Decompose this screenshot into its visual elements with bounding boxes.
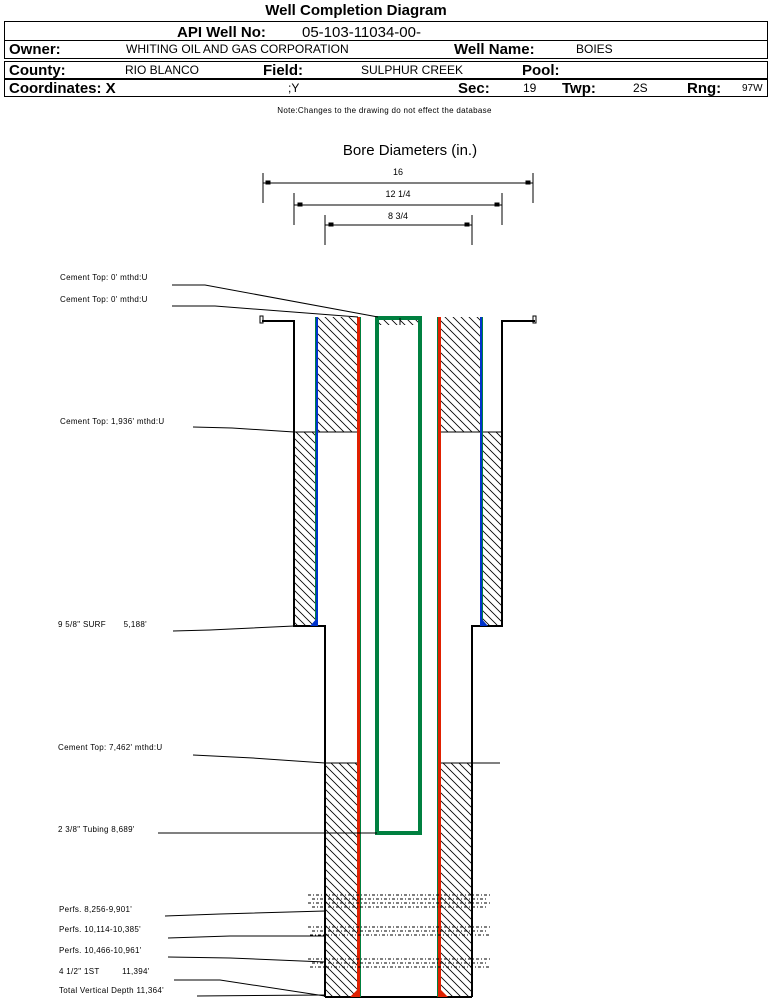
bore-dimension-8-3-4 xyxy=(324,215,473,245)
callout-perfs-1: Perfs. 8,256-9,901' xyxy=(59,905,133,914)
bore-diameters-title: Bore Diameters (in.) xyxy=(342,142,478,159)
hole-outline xyxy=(262,320,535,998)
callout-total-depth: Total Vertical Depth 11,364' xyxy=(59,986,164,995)
field-label: Field: xyxy=(263,62,303,79)
perforations xyxy=(308,894,490,968)
pool-label: Pool: xyxy=(522,62,560,79)
production-casing xyxy=(350,317,448,997)
diagram-title: Well Completion Diagram xyxy=(265,2,447,19)
twp-value: 2S xyxy=(633,81,648,95)
bore-diameter-8-3-4: 8 3/4 xyxy=(387,211,409,221)
callout-cement-top-1936: Cement Top: 1,936' mthd:U xyxy=(60,417,165,426)
rng-label: Rng: xyxy=(687,80,722,97)
callout-cement-top-7462: Cement Top: 7,462' mthd:U xyxy=(58,743,163,752)
county-value: RIO BLANCO xyxy=(125,63,200,77)
owner-label: Owner: xyxy=(9,41,61,58)
wellhead-flange-icon xyxy=(259,315,537,324)
sec-label: Sec: xyxy=(458,80,490,97)
sec-value: 19 xyxy=(523,81,537,95)
bore-dimension-16 xyxy=(262,173,534,203)
well-name-label: Well Name: xyxy=(454,41,535,58)
field-value: SULPHUR CREEK xyxy=(361,63,464,77)
drawing-note: Note:Changes to the drawing do not effec… xyxy=(277,106,492,115)
callout-cement-top-0-a: Cement Top: 0' mthd:U xyxy=(60,273,148,282)
callout-surface-casing: 9 5/8" SURF 5,188' xyxy=(58,620,147,629)
twp-label: Twp: xyxy=(562,80,596,97)
coordinates-label: Coordinates: X xyxy=(9,80,116,97)
tubing xyxy=(375,316,422,835)
cement-top-lines xyxy=(294,431,502,764)
bore-diameter-12-1-4: 12 1/4 xyxy=(385,189,411,199)
bore-diameter-16: 16 xyxy=(392,167,403,177)
coordinates-row: Coordinates: X ;Y Sec: 19 Twp: 2S Rng: 9… xyxy=(4,79,768,97)
rng-value: 97W xyxy=(742,83,763,94)
api-value: 05-103-11034-00- xyxy=(302,24,421,41)
owner-value: WHITING OIL AND GAS CORPORATION xyxy=(126,42,349,56)
callout-production-casing: 4 1/2" 1ST 11,394' xyxy=(59,967,150,976)
bore-dimension-12-1-4 xyxy=(293,193,503,225)
county-row: County: RIO BLANCO Field: SULPHUR CREEK … xyxy=(4,61,768,79)
callout-leaders xyxy=(158,284,379,997)
county-label: County: xyxy=(9,62,66,79)
owner-row: Owner: WHITING OIL AND GAS CORPORATION W… xyxy=(4,41,768,59)
cement-fill xyxy=(294,317,502,996)
surface-casing xyxy=(310,317,488,626)
callout-perfs-2: Perfs. 10,114-10,385' xyxy=(59,925,141,934)
api-row: API Well No: 05-103-11034-00- xyxy=(4,21,768,41)
callout-tubing: 2 3/8" Tubing 8,689' xyxy=(58,825,135,834)
callout-perfs-3: Perfs. 10,466-10,961' xyxy=(59,946,142,955)
callout-cement-top-0-b: Cement Top: 0' mthd:U xyxy=(60,295,148,304)
api-label: API Well No: xyxy=(177,24,266,41)
well-name-value: BOIES xyxy=(576,42,613,56)
coordinates-y: ;Y xyxy=(288,81,300,95)
